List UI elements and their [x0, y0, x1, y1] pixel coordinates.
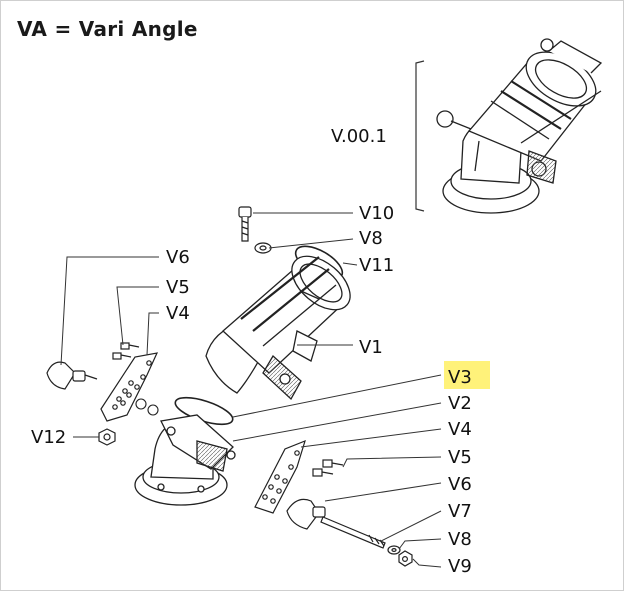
- part-v4-plate-left: [100, 352, 159, 422]
- part-v6-knob-right: [286, 498, 326, 530]
- part-v8-washer-bottom: [387, 545, 401, 555]
- part-v7-rod: [320, 516, 386, 549]
- label-v2: V2: [448, 393, 472, 414]
- assembled-view: [436, 38, 603, 214]
- label-v5-right: V5: [448, 447, 472, 468]
- part-v1-body: [205, 255, 351, 401]
- part-v8-washer-top: [254, 242, 272, 254]
- label-v6-right: V6: [448, 474, 472, 495]
- label-v3: V3: [448, 367, 472, 388]
- label-v5-left: V5: [166, 277, 190, 298]
- part-washers-left: [135, 398, 159, 416]
- label-v7: V7: [448, 501, 472, 522]
- part-v6-knob-left: [46, 361, 98, 390]
- page-title: VA = Vari Angle: [17, 17, 198, 41]
- leader-lines: [60, 212, 442, 568]
- label-v11: V11: [359, 255, 394, 276]
- label-v6-left: V6: [166, 247, 190, 268]
- label-v12: V12: [31, 427, 66, 448]
- assembly-bracket-line: [415, 60, 425, 212]
- label-v1: V1: [359, 337, 383, 358]
- part-v4-plate-right: [254, 439, 306, 514]
- label-v8-bottom: V8: [448, 529, 472, 550]
- label-v4-right: V4: [448, 419, 472, 440]
- label-v9: V9: [448, 556, 472, 577]
- label-v10: V10: [359, 203, 394, 224]
- label-v4-left: V4: [166, 303, 190, 324]
- label-v001: V.00.1: [331, 126, 387, 147]
- part-v12-nut: [98, 428, 116, 446]
- label-v8-top: V8: [359, 228, 383, 249]
- part-v2-base: [134, 414, 236, 506]
- part-v5-screws-right: [312, 459, 344, 477]
- v3-highlight: [444, 361, 490, 389]
- part-v5-screws-left: [112, 342, 140, 360]
- part-v10-bolt: [238, 206, 252, 242]
- part-v9-nut: [398, 550, 413, 567]
